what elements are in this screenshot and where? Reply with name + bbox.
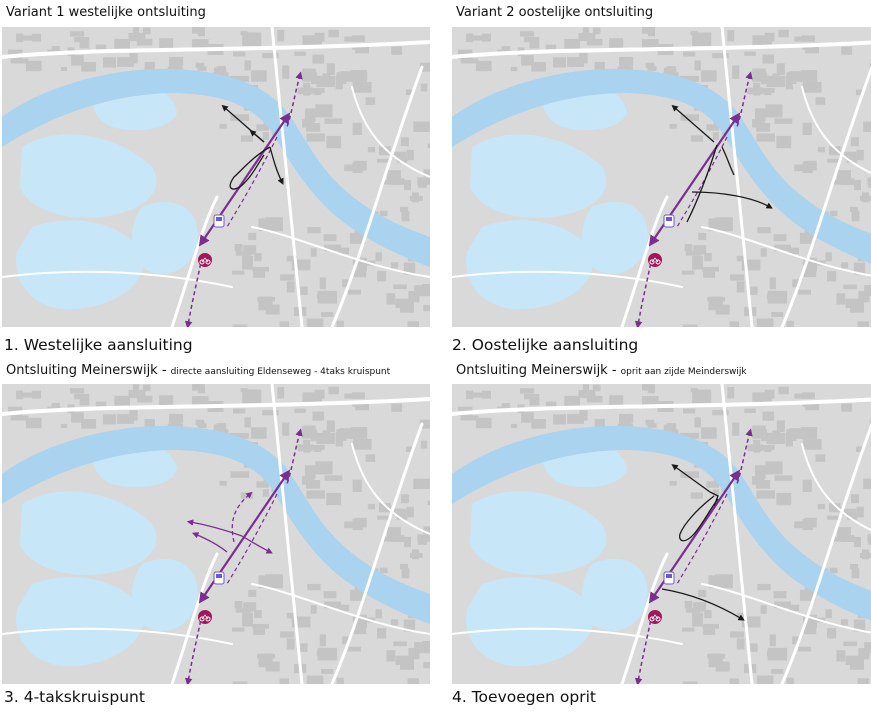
bicycle-icon <box>198 610 212 624</box>
river <box>2 425 430 624</box>
public-transport-route <box>634 428 753 684</box>
map-svg <box>452 27 871 327</box>
arrow-southwest <box>192 532 228 553</box>
bus-icon <box>213 214 225 228</box>
loop-ramp <box>679 495 719 542</box>
panel-caption: 4. Toevoegen oprit <box>452 688 596 706</box>
public-transport-route <box>184 71 303 327</box>
loop-ramp <box>229 146 271 190</box>
arrow-east <box>691 191 773 209</box>
map-panel-1 <box>2 27 430 327</box>
river <box>452 68 871 264</box>
roads <box>2 384 430 684</box>
route-dashed-center <box>676 493 728 585</box>
map-panel-4 <box>452 384 871 684</box>
panel-title: Ontsluiting Meinerswijk - oprit aan zijd… <box>456 363 747 378</box>
panel-caption: 2. Oostelijke aansluiting <box>452 336 639 354</box>
panel-title: Variant 1 westelijke ontsluiting <box>6 5 206 20</box>
access-arrows <box>661 464 745 621</box>
panel-caption: 3. 4-takskruispunt <box>4 688 145 706</box>
route-dashed-south <box>184 256 203 327</box>
bicycle-icon <box>198 253 212 267</box>
panel-title: Ontsluiting Meinerswijk - directe aanslu… <box>6 363 391 378</box>
route-dashed-center <box>226 136 278 228</box>
map-panel-2 <box>452 27 871 327</box>
map-svg <box>452 384 871 684</box>
access-arrows <box>221 104 284 190</box>
arrow-north <box>249 129 265 143</box>
ramp-east <box>721 146 735 176</box>
arrow-west <box>186 519 243 537</box>
public-transport-route <box>184 428 303 684</box>
bus-icon <box>663 214 675 228</box>
roads <box>452 384 871 684</box>
bus-icon <box>663 571 675 585</box>
panel-title: Variant 2 oostelijke ontsluiting <box>456 5 654 20</box>
ramp-bracket <box>709 491 719 507</box>
route-dashed-south <box>634 256 653 327</box>
map-svg <box>2 384 430 684</box>
arrow-east <box>241 535 273 554</box>
route-dashed-center <box>226 493 278 585</box>
public-transport-route <box>634 71 753 327</box>
map-svg <box>2 27 430 327</box>
route-dashed-south <box>634 613 653 684</box>
access-arrows <box>186 491 273 554</box>
route-dashed-south <box>184 613 203 684</box>
arrow-west <box>671 104 715 143</box>
map-panel-3 <box>2 384 430 684</box>
arrow-southeast <box>661 588 745 621</box>
route-dashed-center <box>676 136 728 228</box>
arrow-southeast <box>269 146 284 185</box>
panel-caption: 1. Westelijke aansluiting <box>4 336 193 354</box>
access-arrows <box>671 104 773 223</box>
ramp-south <box>686 144 718 223</box>
bus-icon <box>213 571 225 585</box>
bicycle-icon <box>648 253 662 267</box>
arrow-west <box>671 464 711 493</box>
bicycle-icon <box>648 610 662 624</box>
river <box>452 425 871 621</box>
floodplain-water <box>466 435 648 667</box>
river <box>2 68 430 267</box>
